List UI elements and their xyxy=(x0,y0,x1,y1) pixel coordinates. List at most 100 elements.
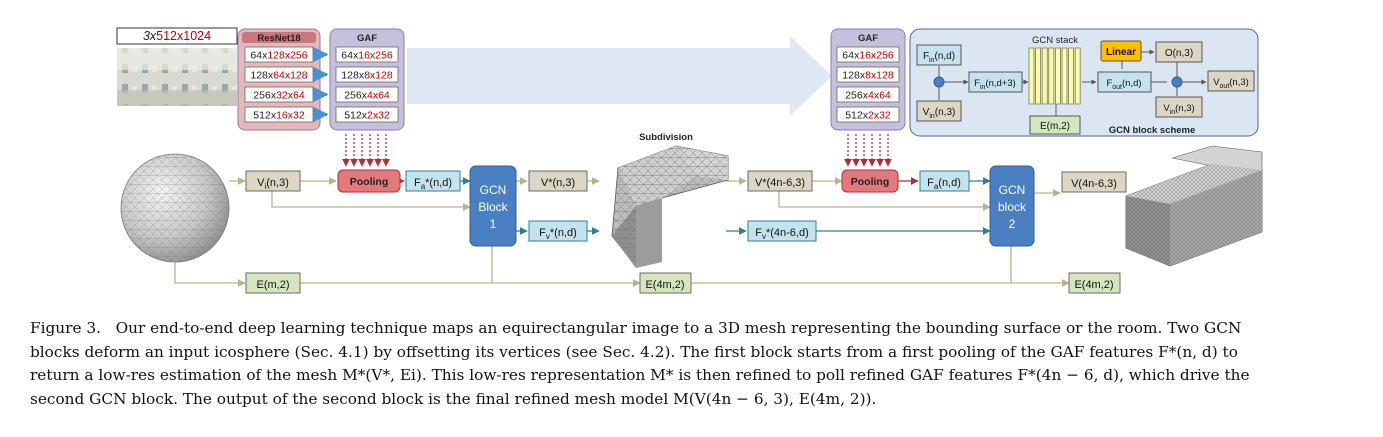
resnet18-block: ResNet18 64x128x256 128x64x128 256x32x64 51… xyxy=(237,28,329,131)
svg-text:Fv*(n,d): Fv*(n,d) xyxy=(539,227,577,241)
feature-arrows xyxy=(396,177,991,235)
edge-node-mid: E(4m,2) xyxy=(639,272,692,294)
svg-text:Fin(n,d+3): Fin(n,d+3) xyxy=(974,78,1016,91)
feature-flow-arrow xyxy=(407,36,832,116)
svg-text:V(4n-6,3): V(4n-6,3) xyxy=(1071,178,1117,190)
edge-node-final: E(4m,2) xyxy=(1068,272,1121,294)
stack-layer xyxy=(1028,47,1035,105)
input-image-block: 3x512x1024 xyxy=(116,27,249,106)
gaf-row-1: 64x16x256 xyxy=(335,46,399,63)
svg-text:Vin(n,3): Vin(n,3) xyxy=(1163,103,1194,116)
caption-line-4: second GCN block. The output of the seco… xyxy=(30,389,877,408)
svg-text:256x32x64: 256x32x64 xyxy=(253,90,305,102)
svg-text:block: block xyxy=(998,200,1027,214)
stack-layer xyxy=(1068,47,1074,105)
gcn-stack xyxy=(1028,47,1081,105)
svg-text:Fv*(4n-6,d): Fv*(4n-6,d) xyxy=(755,227,809,241)
gaf2-row-3: 256x4x64 xyxy=(836,86,900,103)
coarse-mesh xyxy=(611,145,729,268)
edge-node-1: E(m,2) xyxy=(245,272,301,294)
gaf2-row-2: 128x8x128 xyxy=(836,66,900,83)
resnet-row-3: 256x32x64 xyxy=(244,86,329,103)
caption-line-3: return a low-res estimation of the mesh … xyxy=(30,366,1250,384)
svg-text:1: 1 xyxy=(490,217,497,231)
figure-caption: Figure 3. Our end-to-end deep learning t… xyxy=(30,317,1365,411)
svg-text:2: 2 xyxy=(1009,217,1016,231)
refined-mesh xyxy=(1125,145,1263,267)
svg-text:O(n,3): O(n,3) xyxy=(1165,48,1193,59)
gaf-row-3: 256x4x64 xyxy=(335,86,399,103)
svg-text:Fa(n,d): Fa(n,d) xyxy=(927,177,961,191)
fa-node-2: Fa(n,d) xyxy=(919,170,970,192)
svg-text:64x16x256: 64x16x256 xyxy=(842,50,894,62)
svg-text:GCN block scheme: GCN block scheme xyxy=(1109,125,1196,136)
fa-node-1: Fa*(n,d) xyxy=(405,170,461,192)
resnet18-title: ResNet18 xyxy=(257,33,300,44)
connectors xyxy=(174,177,1070,287)
stack-layer xyxy=(1055,47,1061,105)
stack-layer xyxy=(1041,47,1048,105)
resnet-row-4: 512x16x32 xyxy=(244,106,329,123)
svg-text:Fa*(n,d): Fa*(n,d) xyxy=(414,177,452,191)
vi-node: Vi(n,3) xyxy=(245,170,301,192)
svg-text:Vout(n,3): Vout(n,3) xyxy=(1213,77,1249,90)
gcn-block-2: GCN block 2 xyxy=(989,165,1035,247)
svg-text:Pooling: Pooling xyxy=(851,176,890,188)
gaf-row-2: 128x8x128 xyxy=(335,66,399,83)
svg-text:E(4m,2): E(4m,2) xyxy=(645,279,684,291)
pooling-node-2: Pooling xyxy=(841,169,899,193)
svg-text:256x4x64: 256x4x64 xyxy=(845,90,891,102)
svg-text:512x16x32: 512x16x32 xyxy=(253,110,305,122)
stack-layer xyxy=(1074,47,1081,105)
svg-text:V*(4n-6,3): V*(4n-6,3) xyxy=(755,177,805,189)
svg-text:64x128x256: 64x128x256 xyxy=(250,50,307,62)
fvstar-node: Fv*(n,d) xyxy=(528,220,588,242)
svg-text:128x64x128: 128x64x128 xyxy=(250,70,307,82)
resnet-row-2: 128x64x128 xyxy=(244,66,329,83)
vstar4n-node: V*(4n-6,3) xyxy=(747,170,813,192)
fv4n-node: Fv*(4n-6,d) xyxy=(747,220,817,242)
svg-text:GCN stack: GCN stack xyxy=(1032,35,1078,46)
svg-text:512x2x32: 512x2x32 xyxy=(845,110,891,122)
svg-text:Vin(n,3): Vin(n,3) xyxy=(923,107,956,120)
stack-layer xyxy=(1061,47,1068,105)
svg-text:E(4m,2): E(4m,2) xyxy=(1074,279,1113,291)
svg-text:256x4x64: 256x4x64 xyxy=(344,90,390,102)
gaf-title-2: GAF xyxy=(858,33,878,44)
svg-text:3x512x1024: 3x512x1024 xyxy=(143,29,211,43)
svg-text:GCN: GCN xyxy=(480,183,507,197)
stack-layer xyxy=(1048,47,1055,105)
input-dims-rest: 512x1024 xyxy=(156,29,211,43)
gcn-block-1: GCN Block 1 xyxy=(469,165,517,247)
pooling-node-1: Pooling xyxy=(337,169,401,193)
gaf2-row-1: 64x16x256 xyxy=(836,46,900,63)
svg-text:Linear: Linear xyxy=(1106,47,1136,58)
subdivision-label: Subdivision xyxy=(639,132,693,143)
svg-text:V*(n,3): V*(n,3) xyxy=(541,177,575,189)
svg-text:GCN: GCN xyxy=(999,183,1026,197)
svg-text:128x8x128: 128x8x128 xyxy=(341,70,393,82)
gcn-block-scheme: GCN stack Fin(n,d) Vin(n,3) Fin xyxy=(909,28,1259,137)
caption-label: Figure 3. xyxy=(30,319,101,337)
vout-final-node: V(4n-6,3) xyxy=(1061,171,1127,193)
svg-text:Vi(n,3): Vi(n,3) xyxy=(257,177,289,191)
svg-text:E(m,2): E(m,2) xyxy=(1040,121,1070,132)
svg-text:128x8x128: 128x8x128 xyxy=(842,70,894,82)
resnet-row-1: 64x128x256 xyxy=(244,46,329,63)
svg-text:E(m,2): E(m,2) xyxy=(257,279,290,291)
gaf-title-1: GAF xyxy=(357,33,377,44)
gaf-to-pooling-arrows-1 xyxy=(342,134,390,167)
gaf-block-2: GAF 64x16x256 128x8x128 256x4x64 512x2x32 xyxy=(830,28,906,131)
stack-layer xyxy=(1035,47,1041,105)
svg-text:64x16x256: 64x16x256 xyxy=(341,50,393,62)
input-dims-prefix: 3x xyxy=(143,29,157,43)
vstar-node: V*(n,3) xyxy=(528,170,588,192)
svg-text:Block: Block xyxy=(478,200,508,214)
caption-line-1: Our end-to-end deep learning technique m… xyxy=(115,319,1242,337)
svg-text:Pooling: Pooling xyxy=(350,176,389,188)
gaf-block-1: GAF 64x16x256 128x8x128 256x4x64 512x2x32 xyxy=(329,28,405,131)
pipeline-diagram: 3x512x1024 ResNet18 64x128x256 128x64x128… xyxy=(116,27,1263,294)
icosphere xyxy=(120,153,230,263)
gaf2-row-4: 512x2x32 xyxy=(836,106,900,123)
gaf-row-4: 512x2x32 xyxy=(335,106,399,123)
